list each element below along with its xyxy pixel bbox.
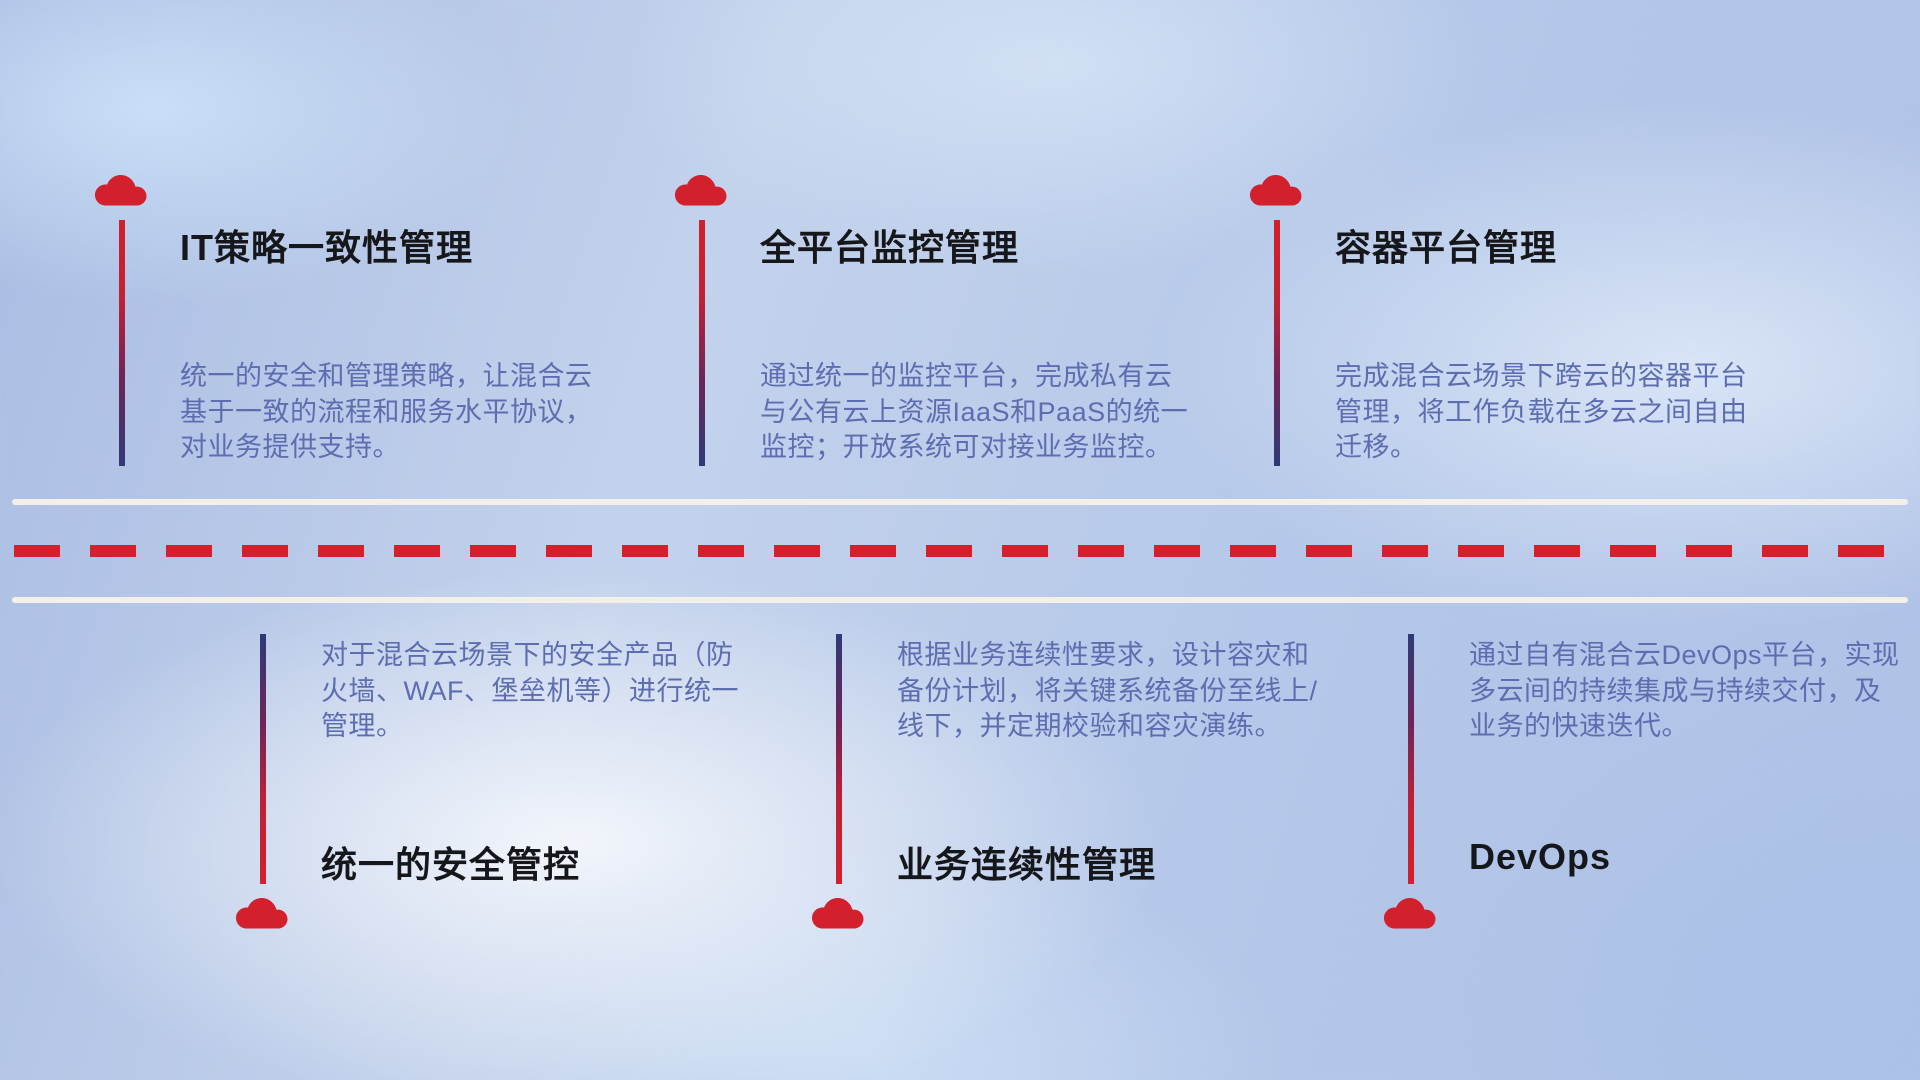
capability-description: 根据业务连续性要求，设计容灾和备份计划，将关键系统备份至线上/线下，并定期校验和… <box>897 640 1318 742</box>
road-line-bottom <box>12 597 1908 603</box>
capability-title: 容器平台管理 <box>1335 227 1558 268</box>
cloud-icon <box>674 169 730 209</box>
timeline-stem <box>699 220 705 466</box>
capability-description: 对于混合云场景下的安全产品（防火墙、WAF、堡垒机等）进行统一管理。 <box>321 640 739 742</box>
road-line-top <box>12 499 1908 505</box>
timeline-stem <box>1274 220 1280 466</box>
road-dashed-centerline <box>14 545 1910 557</box>
capability-title: IT策略一致性管理 <box>180 227 473 268</box>
cloud-icon <box>1249 169 1305 209</box>
capability-description: 通过自有混合云DevOps平台，实现多云间的持续集成与持续交付，及业务的快速迭代… <box>1469 640 1900 742</box>
cloud-icon <box>235 892 291 932</box>
capability-title: 全平台监控管理 <box>760 227 1020 268</box>
capability-title: DevOps <box>1469 836 1612 877</box>
capability-description: 统一的安全和管理策略，让混合云基于一致的流程和服务水平协议，对业务提供支持。 <box>180 361 593 463</box>
timeline-stem <box>836 634 842 884</box>
timeline-stem <box>1408 634 1414 884</box>
capability-title: 业务连续性管理 <box>897 844 1157 885</box>
cloud-icon <box>1383 892 1439 932</box>
timeline-stem <box>119 220 125 466</box>
cloud-icon <box>94 169 150 209</box>
capability-description: 完成混合云场景下跨云的容器平台管理，将工作负载在多云之间自由迁移。 <box>1335 361 1748 463</box>
capability-description: 通过统一的监控平台，完成私有云与公有云上资源IaaS和PaaS的统一监控；开放系… <box>760 361 1189 463</box>
cloud-icon <box>811 892 867 932</box>
timeline-stem <box>260 634 266 884</box>
capability-title: 统一的安全管控 <box>321 844 581 885</box>
